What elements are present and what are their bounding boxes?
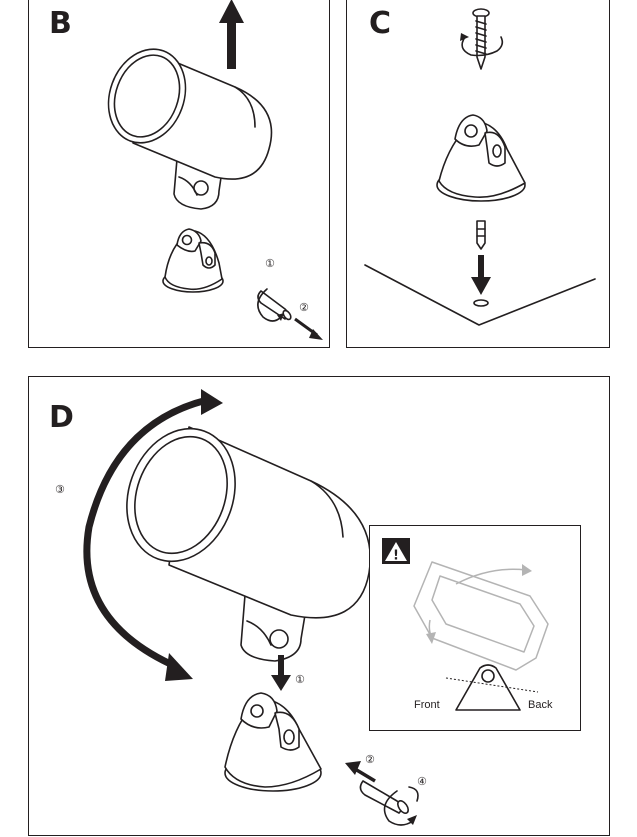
front-label: Front <box>414 699 440 711</box>
panel-d-step-3: ③ <box>55 483 65 496</box>
panel-c-letter: C <box>369 6 392 41</box>
back-label: Back <box>528 699 553 711</box>
ghost-speaker <box>413 561 549 671</box>
panel-b-step-1: ① <box>265 257 275 270</box>
panel-c: C <box>346 0 610 348</box>
panel-d-step-1: ① <box>295 673 305 686</box>
screw-rotate-arrow-icon <box>460 33 504 57</box>
panel-d: D ③ ① <box>28 376 610 836</box>
rotate-arrow-icon <box>257 288 284 322</box>
mounting-base <box>436 114 526 202</box>
speaker-body <box>107 48 273 180</box>
insert-down-arrow-icon <box>471 255 491 295</box>
wall-anchor-icon <box>476 220 486 250</box>
panel-d-step-4: ④ <box>417 775 427 788</box>
big-rotate-arrow-icon <box>83 389 223 681</box>
panel-d-illustration: ③ ① <box>55 389 427 826</box>
panel-b-illustration: ① ② <box>107 0 323 340</box>
insert-down-arrow-icon <box>271 655 291 691</box>
mounting-base <box>224 692 322 792</box>
tilt-warning-illustration: ! Front Back <box>382 538 553 711</box>
tilt-base-icon <box>445 664 539 711</box>
panel-c-illustration <box>364 8 596 326</box>
locking-pin <box>257 290 292 321</box>
panel-d-letter: D <box>49 400 74 435</box>
mounting-surface <box>364 264 596 326</box>
locking-pin <box>359 780 409 814</box>
warning-glyph: ! <box>393 549 399 564</box>
panel-d-step-2: ② <box>365 753 375 766</box>
lift-up-arrow-icon <box>219 0 244 69</box>
speaker-body <box>126 426 371 619</box>
tilt-warning-inset: ! Front Back <box>369 525 581 731</box>
pull-out-arrow-icon <box>294 317 323 340</box>
mounting-base <box>162 228 224 293</box>
warning-icon: ! <box>382 538 410 564</box>
push-in-arrow-icon <box>345 761 376 783</box>
screw-icon <box>472 8 490 70</box>
panel-b-step-2: ② <box>299 301 309 314</box>
panel-b-letter: B <box>49 6 72 41</box>
panel-b: B <box>28 0 330 348</box>
